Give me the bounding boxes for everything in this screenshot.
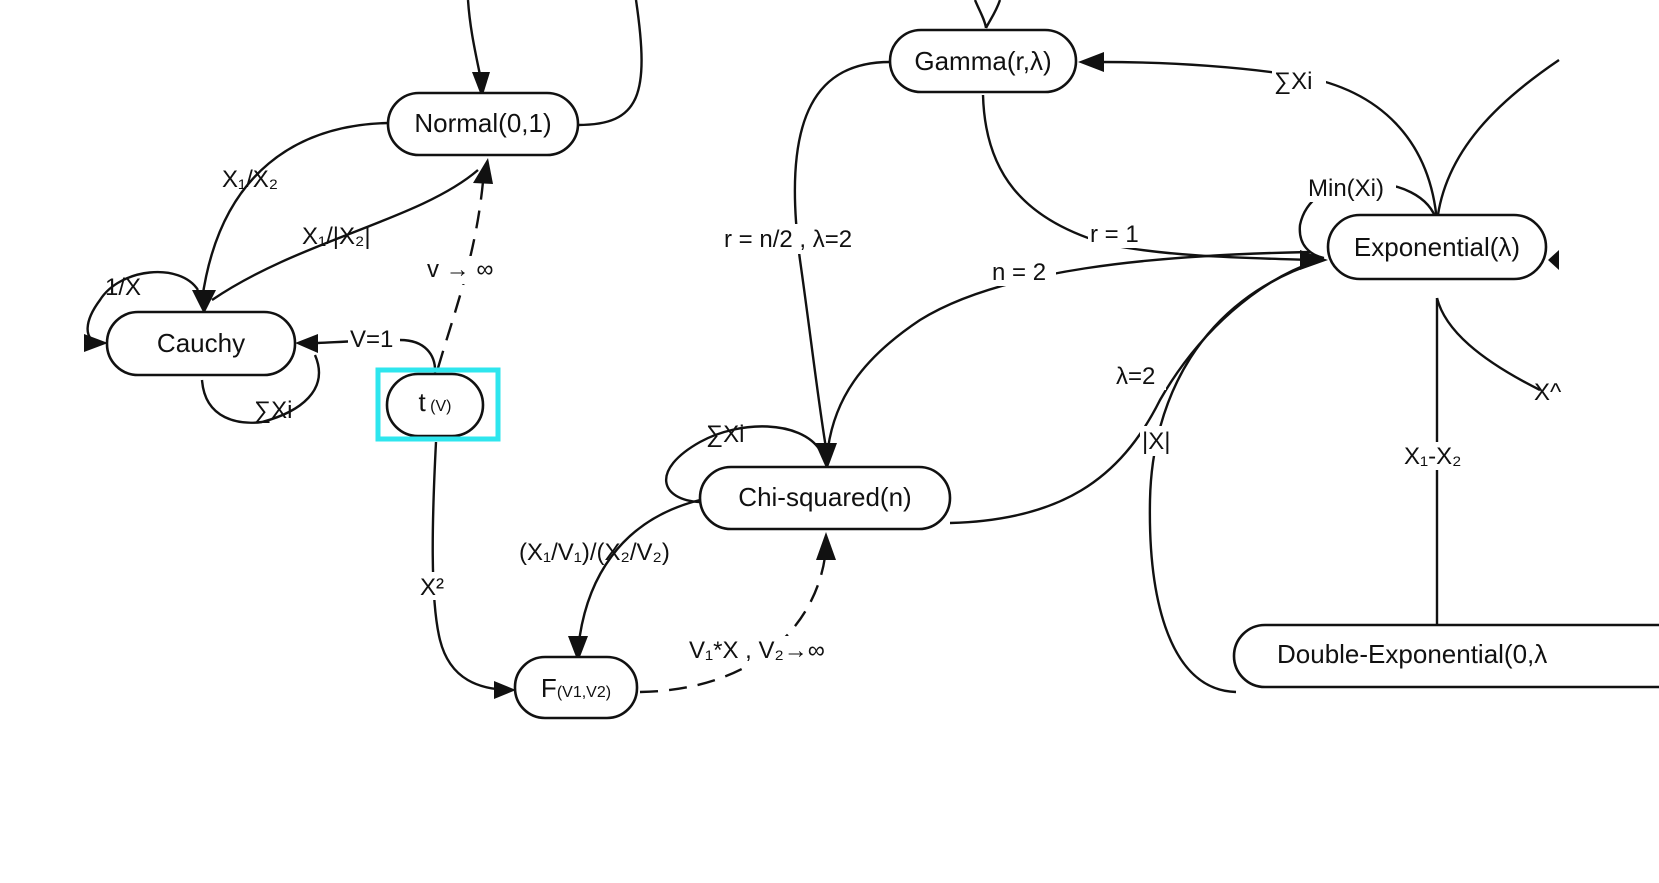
label-r-eq-1: r = 1 [1090, 221, 1139, 248]
arrow-into-chi-top [815, 443, 837, 470]
label-bg-abs-x [1140, 426, 1178, 456]
edge-cauchy-reciprocal [86, 270, 200, 345]
label-gamma-sum: ∑Xi [1274, 68, 1312, 95]
node-cauchy[interactable] [105, 310, 297, 377]
label-x-squared: X² [420, 574, 444, 601]
edge-chi-sum [665, 425, 821, 504]
edge-chi-f [576, 498, 701, 651]
arrow-into-f-top [568, 636, 588, 662]
edge-into-gamma-top-2 [984, 0, 1002, 29]
node-t-label: t (V) [418, 387, 451, 417]
node-t-main: t [418, 387, 426, 417]
node-t[interactable] [385, 372, 485, 438]
label-bg-v-eq-1 [348, 324, 400, 352]
edge-normal-up [577, 0, 643, 127]
arrow-into-chi-bottom [816, 532, 836, 560]
label-v-eq-1: V=1 [350, 326, 393, 353]
label-bg-min-xi [1306, 172, 1396, 202]
label-bg-r-n-half [722, 224, 874, 254]
edge-dexp-exp [1148, 260, 1319, 694]
node-normal[interactable] [386, 91, 580, 157]
edge-f-chi [639, 547, 828, 694]
arrow-into-f [494, 681, 516, 699]
label-min-xi: Min(Xi) [1308, 175, 1384, 202]
label-x1-over-abs-x2: X₁/|X₂| [302, 223, 371, 250]
edge-into-gamma-top [973, 0, 988, 29]
edge-into-normal [466, 0, 483, 81]
label-n-eq-2: n = 2 [992, 259, 1046, 286]
edge-chi-exp [949, 260, 1315, 525]
arrow-into-cauchy-top [192, 290, 216, 314]
label-cauchy-sum: ∑Xi [254, 397, 292, 424]
label-abs-x: |X| [1142, 428, 1170, 455]
label-bg-v-to-inf [425, 256, 493, 284]
arrow-into-normal [472, 72, 490, 98]
edge-normal-cauchy-abs-ratio [211, 169, 479, 301]
node-normal-label: Normal(0,1) [414, 108, 551, 138]
edge-t-f [431, 441, 513, 692]
node-f-sub: (V1,V2) [557, 684, 611, 701]
label-x1-minus-x2: X₁-X₂ [1404, 443, 1461, 470]
label-f-limit: V₁*X , V₂→∞ [689, 637, 825, 664]
arrow-cauchy-right [295, 334, 318, 353]
node-gamma[interactable] [888, 28, 1078, 94]
label-bg-n-eq-2 [990, 258, 1056, 286]
node-gamma-label: Gamma(r,λ) [914, 46, 1051, 76]
node-double-exponential[interactable] [1232, 623, 1659, 689]
arrow-into-normal-bottom [473, 158, 493, 184]
node-t-sub: (V) [426, 398, 452, 415]
node-double-exponential-label: Double-Exponential(0,λ [1277, 639, 1547, 669]
label-bg-r-eq-1 [1088, 220, 1148, 248]
edge-exp-chi [826, 250, 1311, 449]
label-f-ratio: (X₁/V₁)/(X₂/V₂) [519, 539, 670, 566]
arrow-into-exp-right [1548, 250, 1559, 270]
node-f-label: F(V1,V2) [541, 673, 611, 703]
arrow-cauchy-left [84, 334, 108, 352]
label-bg-lambda-2 [1114, 362, 1166, 390]
edge-normal-cauchy-ratio [200, 121, 389, 301]
edge-exp-right-up [1435, 59, 1560, 223]
node-chi[interactable] [698, 465, 952, 531]
node-chi-label: Chi-squared(n) [738, 482, 911, 512]
node-f-main: F [541, 673, 557, 703]
selection-highlight [375, 367, 501, 442]
label-bg-gamma-sum [1272, 64, 1326, 98]
edge-cauchy-sum [200, 379, 263, 424]
label-bg-f-limit [686, 636, 850, 666]
label-reciprocal: 1/X [105, 274, 141, 301]
label-bg-x1-minus-x2 [1402, 442, 1472, 470]
label-r-n-half: r = n/2 , λ=2 [724, 226, 852, 253]
node-f[interactable] [513, 655, 639, 720]
label-bg-x-squared [418, 572, 448, 600]
edge-gamma-chi [793, 60, 891, 449]
node-cauchy-label: Cauchy [157, 328, 245, 358]
node-exponential-label: Exponential(λ) [1354, 232, 1520, 262]
label-lambda-2: λ=2 [1116, 363, 1155, 390]
label-v-to-inf: v → ∞ [427, 256, 493, 283]
label-x-pow: X^ [1534, 379, 1562, 406]
label-chi-sum: ∑Xi [706, 421, 744, 448]
edge-cauchy-sum-return [261, 354, 321, 424]
arrow-into-gamma [1078, 52, 1104, 72]
label-x1-over-x2: X₁/X₂ [222, 166, 278, 193]
edge-exp-right-down [1435, 297, 1541, 392]
node-exponential[interactable] [1326, 213, 1548, 281]
